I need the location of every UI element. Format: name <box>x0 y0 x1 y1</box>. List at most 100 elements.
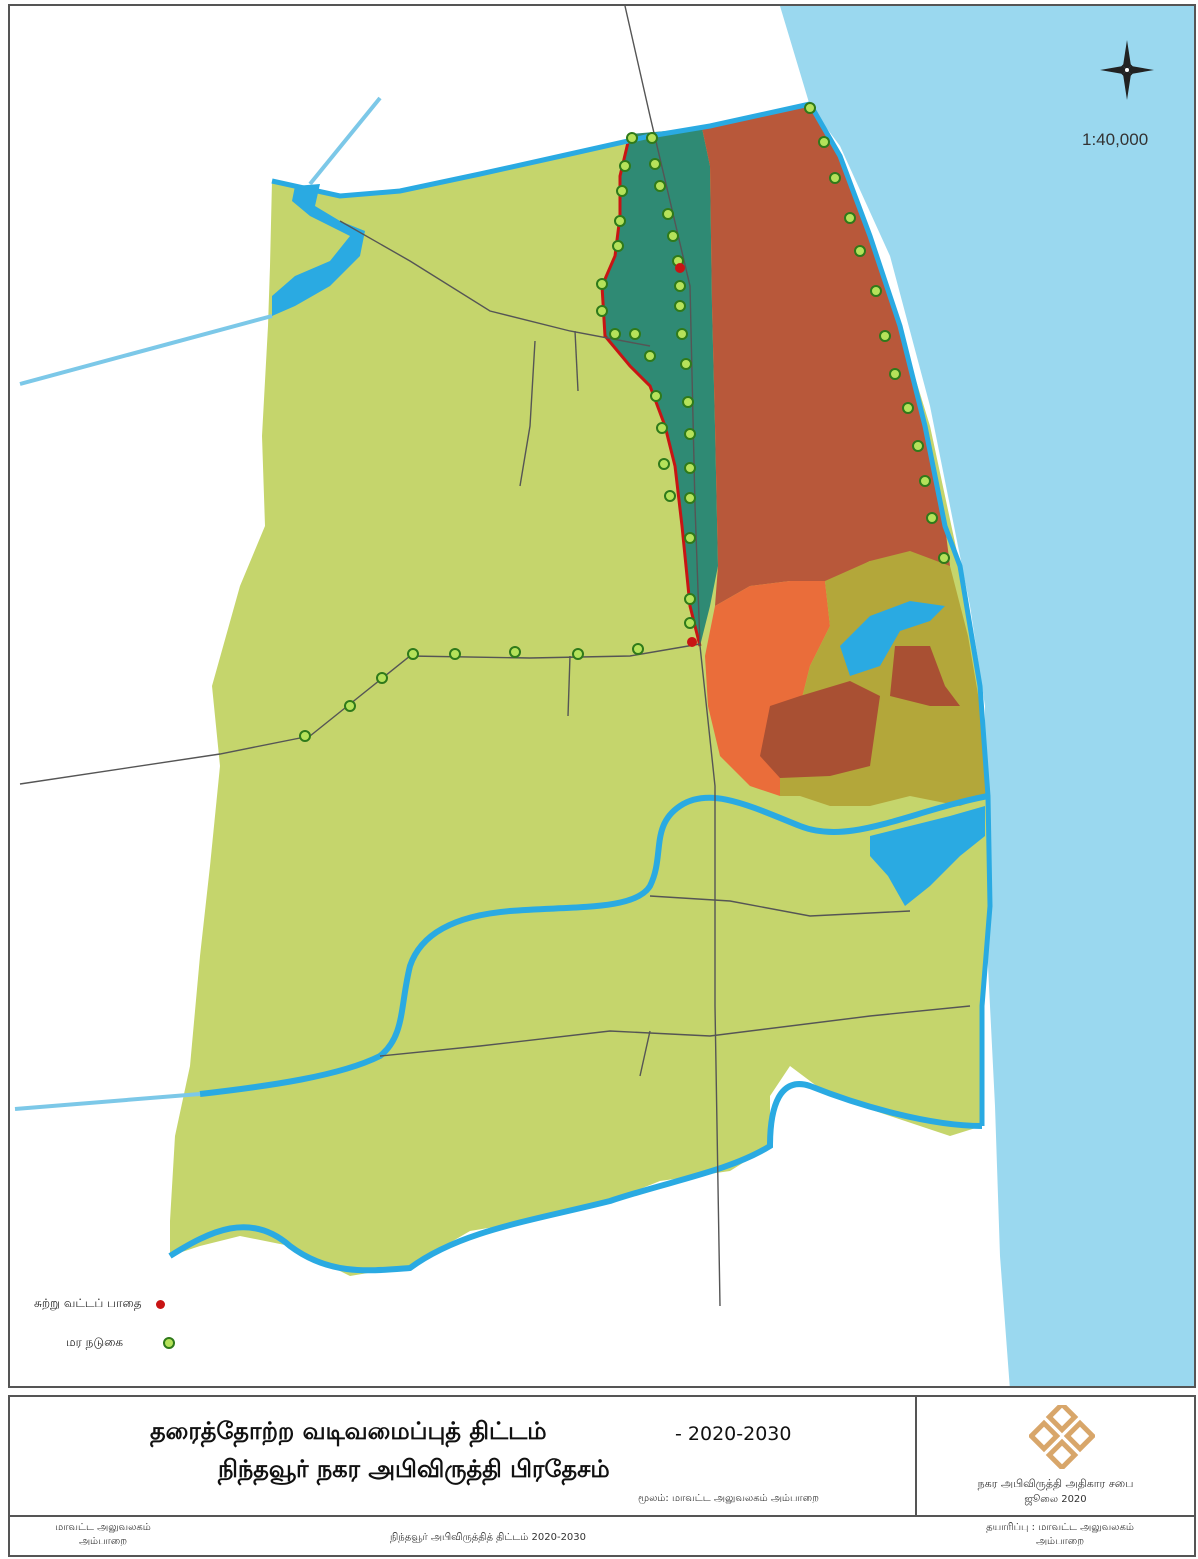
tree-planting-point <box>674 300 686 312</box>
tree-planting-point <box>650 390 662 402</box>
tree-planting-point <box>644 350 656 362</box>
tree-planting-point <box>684 617 696 629</box>
footer-right-line1: தயாரிப்பு : மாவட்ட அலுவலகம் <box>986 1522 1134 1533</box>
tree-planting-point <box>902 402 914 414</box>
ring-route-point <box>675 263 685 273</box>
map-frame[interactable]: 1:40,000 சுற்று வட்டப் பாதை மர நடுகை <box>8 4 1196 1388</box>
tree-planting-point <box>667 230 679 242</box>
legend-label-ring-route: சுற்று வட்டப் பாதை <box>34 1296 142 1310</box>
road-branch-3 <box>567 655 571 717</box>
org-name: நகர அபிவிருத்தி அதிகார சபை <box>977 1477 1134 1490</box>
org-date: ஜூலை 2020 <box>1024 1494 1087 1505</box>
tree-planting-point <box>926 512 938 524</box>
tree-planting-point <box>684 428 696 440</box>
tree-planting-point <box>629 328 641 340</box>
tree-planting-point <box>649 158 661 170</box>
tree-planting-point <box>449 648 461 660</box>
legend-item-ring-route: சுற்று வட்டப் பாதை <box>34 1296 165 1312</box>
tree-planting-points <box>299 102 950 742</box>
tree-planting-point <box>889 368 901 380</box>
footer-left-line1: மாவட்ட அலுவலகம் <box>55 1522 151 1533</box>
road-north-west <box>339 220 651 347</box>
tree-planting-point <box>680 358 692 370</box>
zone-orange <box>705 581 830 796</box>
tree-planting-point <box>656 422 668 434</box>
title-block: தரைத்தோற்ற வடிவமைப்புத் திட்டம் - 2020-2… <box>8 1395 1196 1517</box>
tree-planting-point <box>684 492 696 504</box>
north-shore <box>271 101 811 199</box>
tree-planting-point <box>684 593 696 605</box>
ring-route-points <box>675 263 697 647</box>
tree-planting-point <box>596 305 608 317</box>
tree-planting-point <box>844 212 856 224</box>
tree-planting-point <box>654 180 666 192</box>
tree-planting-point <box>616 185 628 197</box>
tree-planting-point <box>684 532 696 544</box>
tree-planting-point <box>664 490 676 502</box>
estuary <box>870 806 985 906</box>
zone-dark-teal <box>602 128 718 646</box>
tree-planting-point <box>632 643 644 655</box>
tree-planting-point <box>854 245 866 257</box>
tree-planting-point <box>596 278 608 290</box>
tree-planting-point <box>662 208 674 220</box>
road-branch-1 <box>519 340 536 487</box>
legend-item-tree-planting: மர நடுகை <box>66 1335 176 1351</box>
uda-logo-icon <box>1029 1405 1095 1469</box>
road-south-2 <box>649 895 911 917</box>
tree-planting-point <box>612 240 624 252</box>
footer-strip: மாவட்ட அலுவலகம் அம்பாறை நிந்தவூர் அபிவிர… <box>8 1517 1196 1557</box>
footer-left-line2: அம்பாறை <box>78 1536 128 1547</box>
tree-planting-point <box>344 700 356 712</box>
tree-planting-point <box>626 132 638 144</box>
tree-planting-point <box>682 396 694 408</box>
tree-planting-point <box>658 458 670 470</box>
tree-planting-point <box>676 328 688 340</box>
title-main-cell: தரைத்தோற்ற வடிவமைப்புத் திட்டம் - 2020-2… <box>10 1397 917 1515</box>
tree-planting-point <box>818 136 830 148</box>
tree-planting-point <box>919 475 931 487</box>
tree-planting-point <box>619 160 631 172</box>
north-arrow-icon <box>1100 40 1154 100</box>
zone-dark-brown <box>760 681 880 778</box>
tree-planting-point <box>684 462 696 474</box>
footer-right-line2: அம்பாறை <box>1035 1536 1085 1547</box>
tree-planting-point <box>674 280 686 292</box>
tree-planting-point <box>804 102 816 114</box>
map-source: மூலம்: மாவட்ட அலுவலகம் அம்பாறை <box>638 1493 819 1504</box>
footer-left: மாவட்ட அலுவலகம் அம்பாறை <box>28 1521 178 1549</box>
river-inlet-nw <box>308 96 382 186</box>
tree-planting-point <box>609 328 621 340</box>
tree-planting-point <box>299 730 311 742</box>
map-scale: 1:40,000 <box>1082 130 1149 149</box>
legend-dot-ring-route-icon <box>155 1299 165 1309</box>
tree-planting-point <box>614 215 626 227</box>
river-north <box>272 184 365 316</box>
map-title: தரைத்தோற்ற வடிவமைப்புத் திட்டம் <box>150 1417 547 1445</box>
title-logo-cell: நகர அபிவிருத்தி அதிகார சபை ஜூலை 2020 <box>917 1397 1194 1515</box>
coastline <box>807 102 993 1126</box>
tree-planting-point <box>646 132 658 144</box>
lagoon <box>840 601 945 676</box>
road-south-3 <box>639 1030 651 1077</box>
legend-dot-tree-planting-icon <box>163 1337 176 1349</box>
tree-planting-point <box>407 648 419 660</box>
tree-planting-point <box>879 330 891 342</box>
road-main-north-south <box>624 6 721 1307</box>
legend-label-tree-planting: மர நடுகை <box>66 1335 124 1349</box>
road-branch-2 <box>574 330 579 392</box>
map-canvas[interactable] <box>10 6 1196 1388</box>
map-subtitle: நிந்தவூர் நகர அபிவிருத்தி பிரதேசம் <box>218 1455 610 1483</box>
zone-dark-brown-east <box>890 646 960 706</box>
tree-planting-point <box>376 672 388 684</box>
footer-center: நிந்தவூர் அபிவிருத்தித் திட்டம் 2020-203… <box>390 1532 587 1543</box>
tree-planting-point <box>509 646 521 658</box>
footer-right: தயாரிப்பு : மாவட்ட அலுவலகம் அம்பாறை <box>935 1521 1185 1549</box>
zone-brown <box>702 106 950 606</box>
tree-planting-point <box>870 285 882 297</box>
sea-area <box>780 6 1194 1386</box>
river-south <box>168 1081 983 1274</box>
map-title-year: - 2020-2030 <box>675 1423 792 1445</box>
tree-planting-point <box>912 440 924 452</box>
road-south-1 <box>379 1005 971 1057</box>
